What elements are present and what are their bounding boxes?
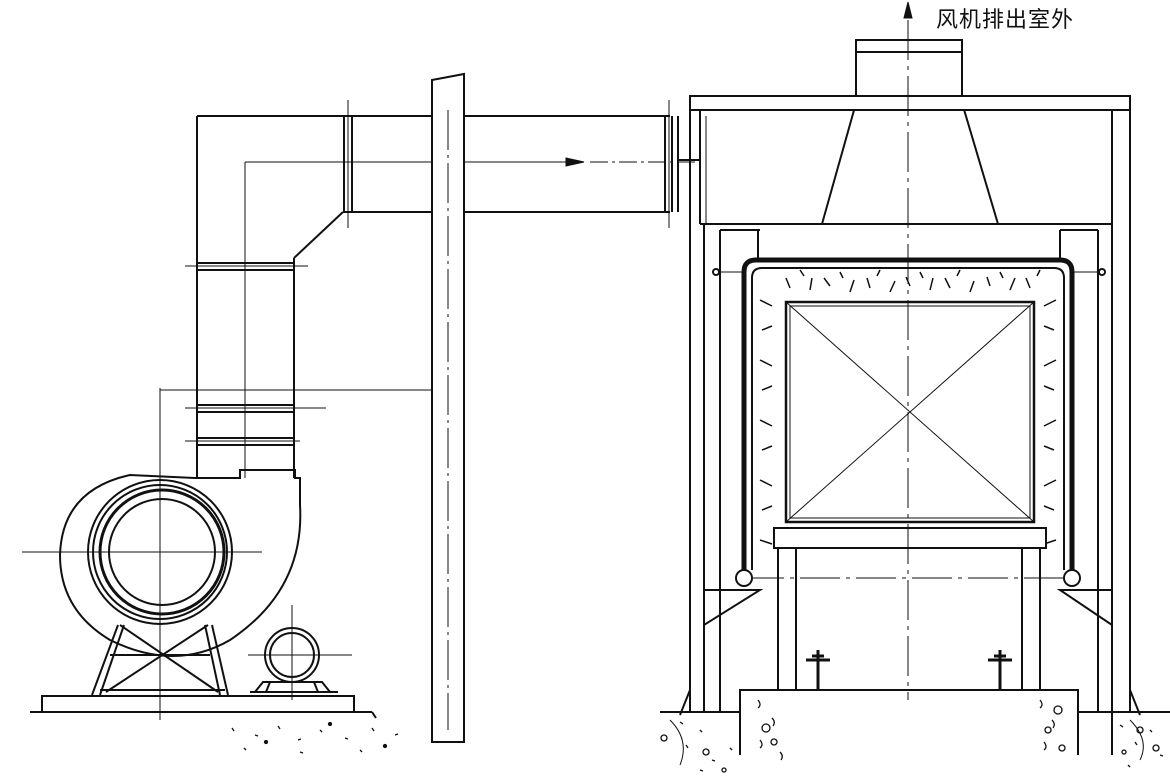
- anchor-bolts: [806, 650, 1012, 690]
- airflow-arrow-icon: [565, 157, 585, 167]
- vertical-duct: [185, 116, 326, 478]
- fan-base: [30, 695, 377, 719]
- work-table: [773, 527, 1047, 690]
- exhaust-arrow-icon: [903, 1, 913, 19]
- booth-frame: [679, 110, 1141, 755]
- booth-roof: [689, 95, 1131, 225]
- fan-stand: [91, 624, 229, 696]
- foundation: [660, 689, 1170, 766]
- vertical-centerline: [903, 1, 913, 700]
- airflow-centerline: [244, 157, 700, 478]
- exhaust-stack: [820, 39, 1000, 225]
- exhaust-label: 风机排出室外: [936, 8, 1075, 33]
- workpiece: [784, 300, 1036, 524]
- ground-hatching: [231, 699, 1164, 773]
- spray-nozzles: [759, 269, 1057, 545]
- wall: [431, 72, 465, 743]
- centrifugal-fan: [22, 388, 302, 720]
- motor: [248, 605, 352, 700]
